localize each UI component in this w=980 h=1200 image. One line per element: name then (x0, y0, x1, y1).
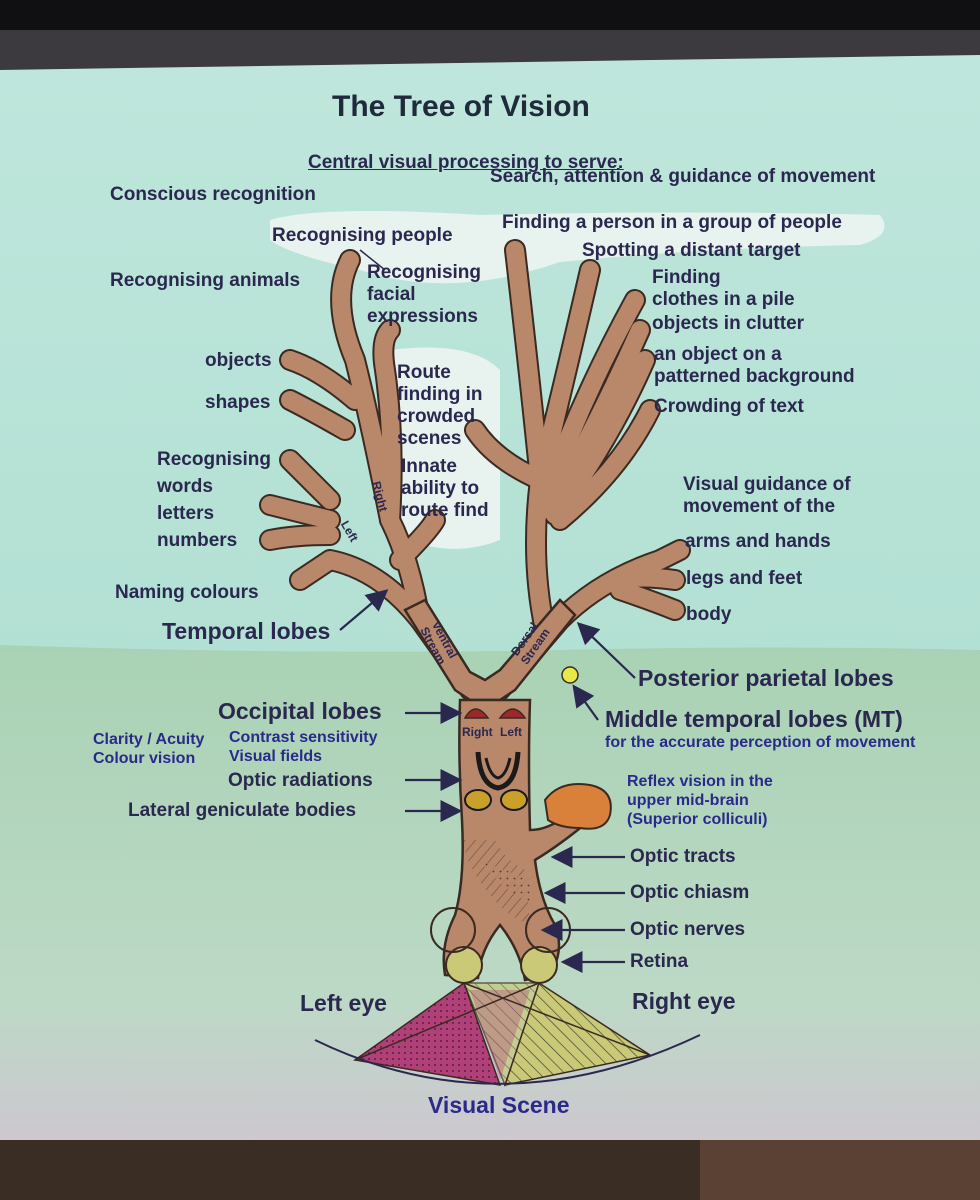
label-left-eye: Left eye (300, 990, 387, 1016)
left-visual-field (353, 981, 502, 1086)
label-clarity-acuity: Clarity / Acuity (93, 731, 205, 748)
label-recognising-animals: Recognising animals (110, 270, 301, 291)
label-body: body (686, 604, 732, 625)
label-facial-expressions: Recognising facial expressions (367, 262, 482, 327)
label-crowding-text: Crowding of text (654, 396, 804, 417)
label-right-eye: Right eye (632, 988, 736, 1014)
label-optic-tracts: Optic tracts (630, 846, 736, 867)
label-optic-radiations: Optic radiations (228, 770, 373, 791)
label-occipital-lobes: Occipital lobes (218, 698, 382, 724)
branch-fork (403, 598, 577, 702)
label-visual-guidance: Visual guidance of movement of the (683, 474, 851, 517)
label-objects-clutter: objects in clutter (652, 313, 805, 334)
label-shapes: shapes (205, 392, 271, 413)
label-object-pattern: an object on a patterned background (654, 344, 855, 387)
header-search-attention: Search, attention & guidance of movement (490, 166, 876, 187)
label-visual-fields: Visual fields (229, 748, 323, 765)
label-trunk-right: Right (462, 725, 493, 739)
label-recognising-people: Recognising people (272, 225, 453, 246)
cloud (388, 347, 500, 549)
label-temporal-lobes: Temporal lobes (162, 618, 331, 644)
label-lateral-geniculate: Lateral geniculate bodies (128, 800, 357, 821)
label-colour-vision: Colour vision (93, 750, 196, 767)
label-arms-hands: arms and hands (685, 531, 831, 552)
label-reflex-vision: Reflex vision in the upper mid-brain (Su… (627, 773, 773, 828)
mt-dot (561, 666, 579, 684)
label-retina: Retina (630, 951, 689, 972)
label-visual-scene: Visual Scene (428, 1092, 570, 1118)
label-objects: objects (205, 350, 272, 371)
label-optic-chiasm: Optic chiasm (630, 882, 750, 903)
label-contrast-sensitivity: Contrast sensitivity (229, 729, 378, 746)
visual-scene-arc (314, 1034, 701, 1085)
page-title: The Tree of Vision (332, 90, 590, 123)
superior-colliculi (543, 783, 612, 830)
label-spotting-target: Spotting a distant target (582, 240, 801, 261)
label-trunk-left: Left (500, 725, 522, 739)
label-route-finding: Route finding in crowded scenes (397, 362, 483, 449)
label-naming-colours: Naming colours (115, 582, 259, 603)
label-middle-temporal: Middle temporal lobes (MT) (605, 706, 903, 732)
pointer-arrows (339, 589, 636, 973)
label-finding-clothes: Finding clothes in a pile (652, 267, 795, 310)
label-recognising-words: Recognising words letters numbers (157, 449, 272, 551)
label-posterior-parietal: Posterior parietal lobes (638, 665, 894, 691)
label-innate-ability: Innate ability to route find (401, 456, 489, 521)
cloud (270, 211, 885, 284)
label-finding-person: Finding a person in a group of people (502, 212, 842, 233)
label-optic-nerves: Optic nerves (630, 919, 746, 940)
label-legs-feet: legs and feet (686, 568, 803, 589)
label-mt-subtext: for the accurate perception of movement (605, 734, 916, 751)
header-conscious-recognition: Conscious recognition (110, 184, 316, 205)
subtitle: Central visual processing to serve: (308, 152, 624, 173)
